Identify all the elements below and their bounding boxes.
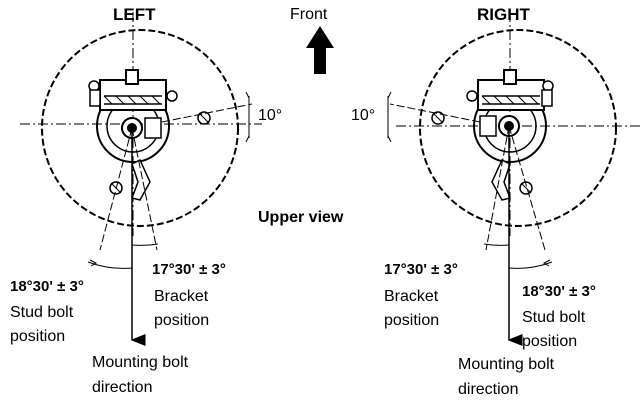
left-mounting-direction-label: direction [92, 379, 153, 396]
right-bracket-label: Bracket [384, 288, 439, 305]
right-bracket-position-label: position [384, 312, 440, 329]
right-mounting-direction-label: direction [458, 381, 519, 398]
left-angle-10-label: 10° [258, 107, 283, 124]
right-mounting-label: Mounting bolt [458, 356, 555, 373]
left-assembly [20, 12, 262, 346]
right-outer-circle [419, 29, 617, 227]
left-header: LEFT [113, 5, 156, 24]
left-stud-position-label: position [10, 328, 66, 345]
right-bracket-angle: 17°30' ± 3° [384, 261, 458, 278]
right-stud-angle: 18°30' ± 3° [522, 283, 596, 300]
right-angle-10-label: 10° [351, 107, 376, 124]
left-mounting-label: Mounting bolt [92, 354, 189, 371]
upper-view-label: Upper view [258, 209, 344, 226]
left-stud-angle: 18°30' ± 3° [10, 278, 84, 295]
left-bracket [131, 158, 151, 201]
left-bracket-label: Bracket [154, 288, 209, 305]
front-label: Front [290, 6, 328, 23]
right-stud-position-label: position [522, 333, 578, 350]
left-bracket-angle: 17°30' ± 3° [152, 261, 226, 278]
left-stud-label: Stud bolt [10, 304, 74, 321]
front-arrow-icon [306, 26, 334, 74]
right-header: RIGHT [477, 5, 530, 24]
right-bracket [491, 158, 511, 201]
right-assembly [387, 12, 640, 346]
right-stud-label: Stud bolt [522, 309, 586, 326]
left-bracket-position-label: position [154, 312, 210, 329]
left-outer-circle [41, 29, 239, 227]
